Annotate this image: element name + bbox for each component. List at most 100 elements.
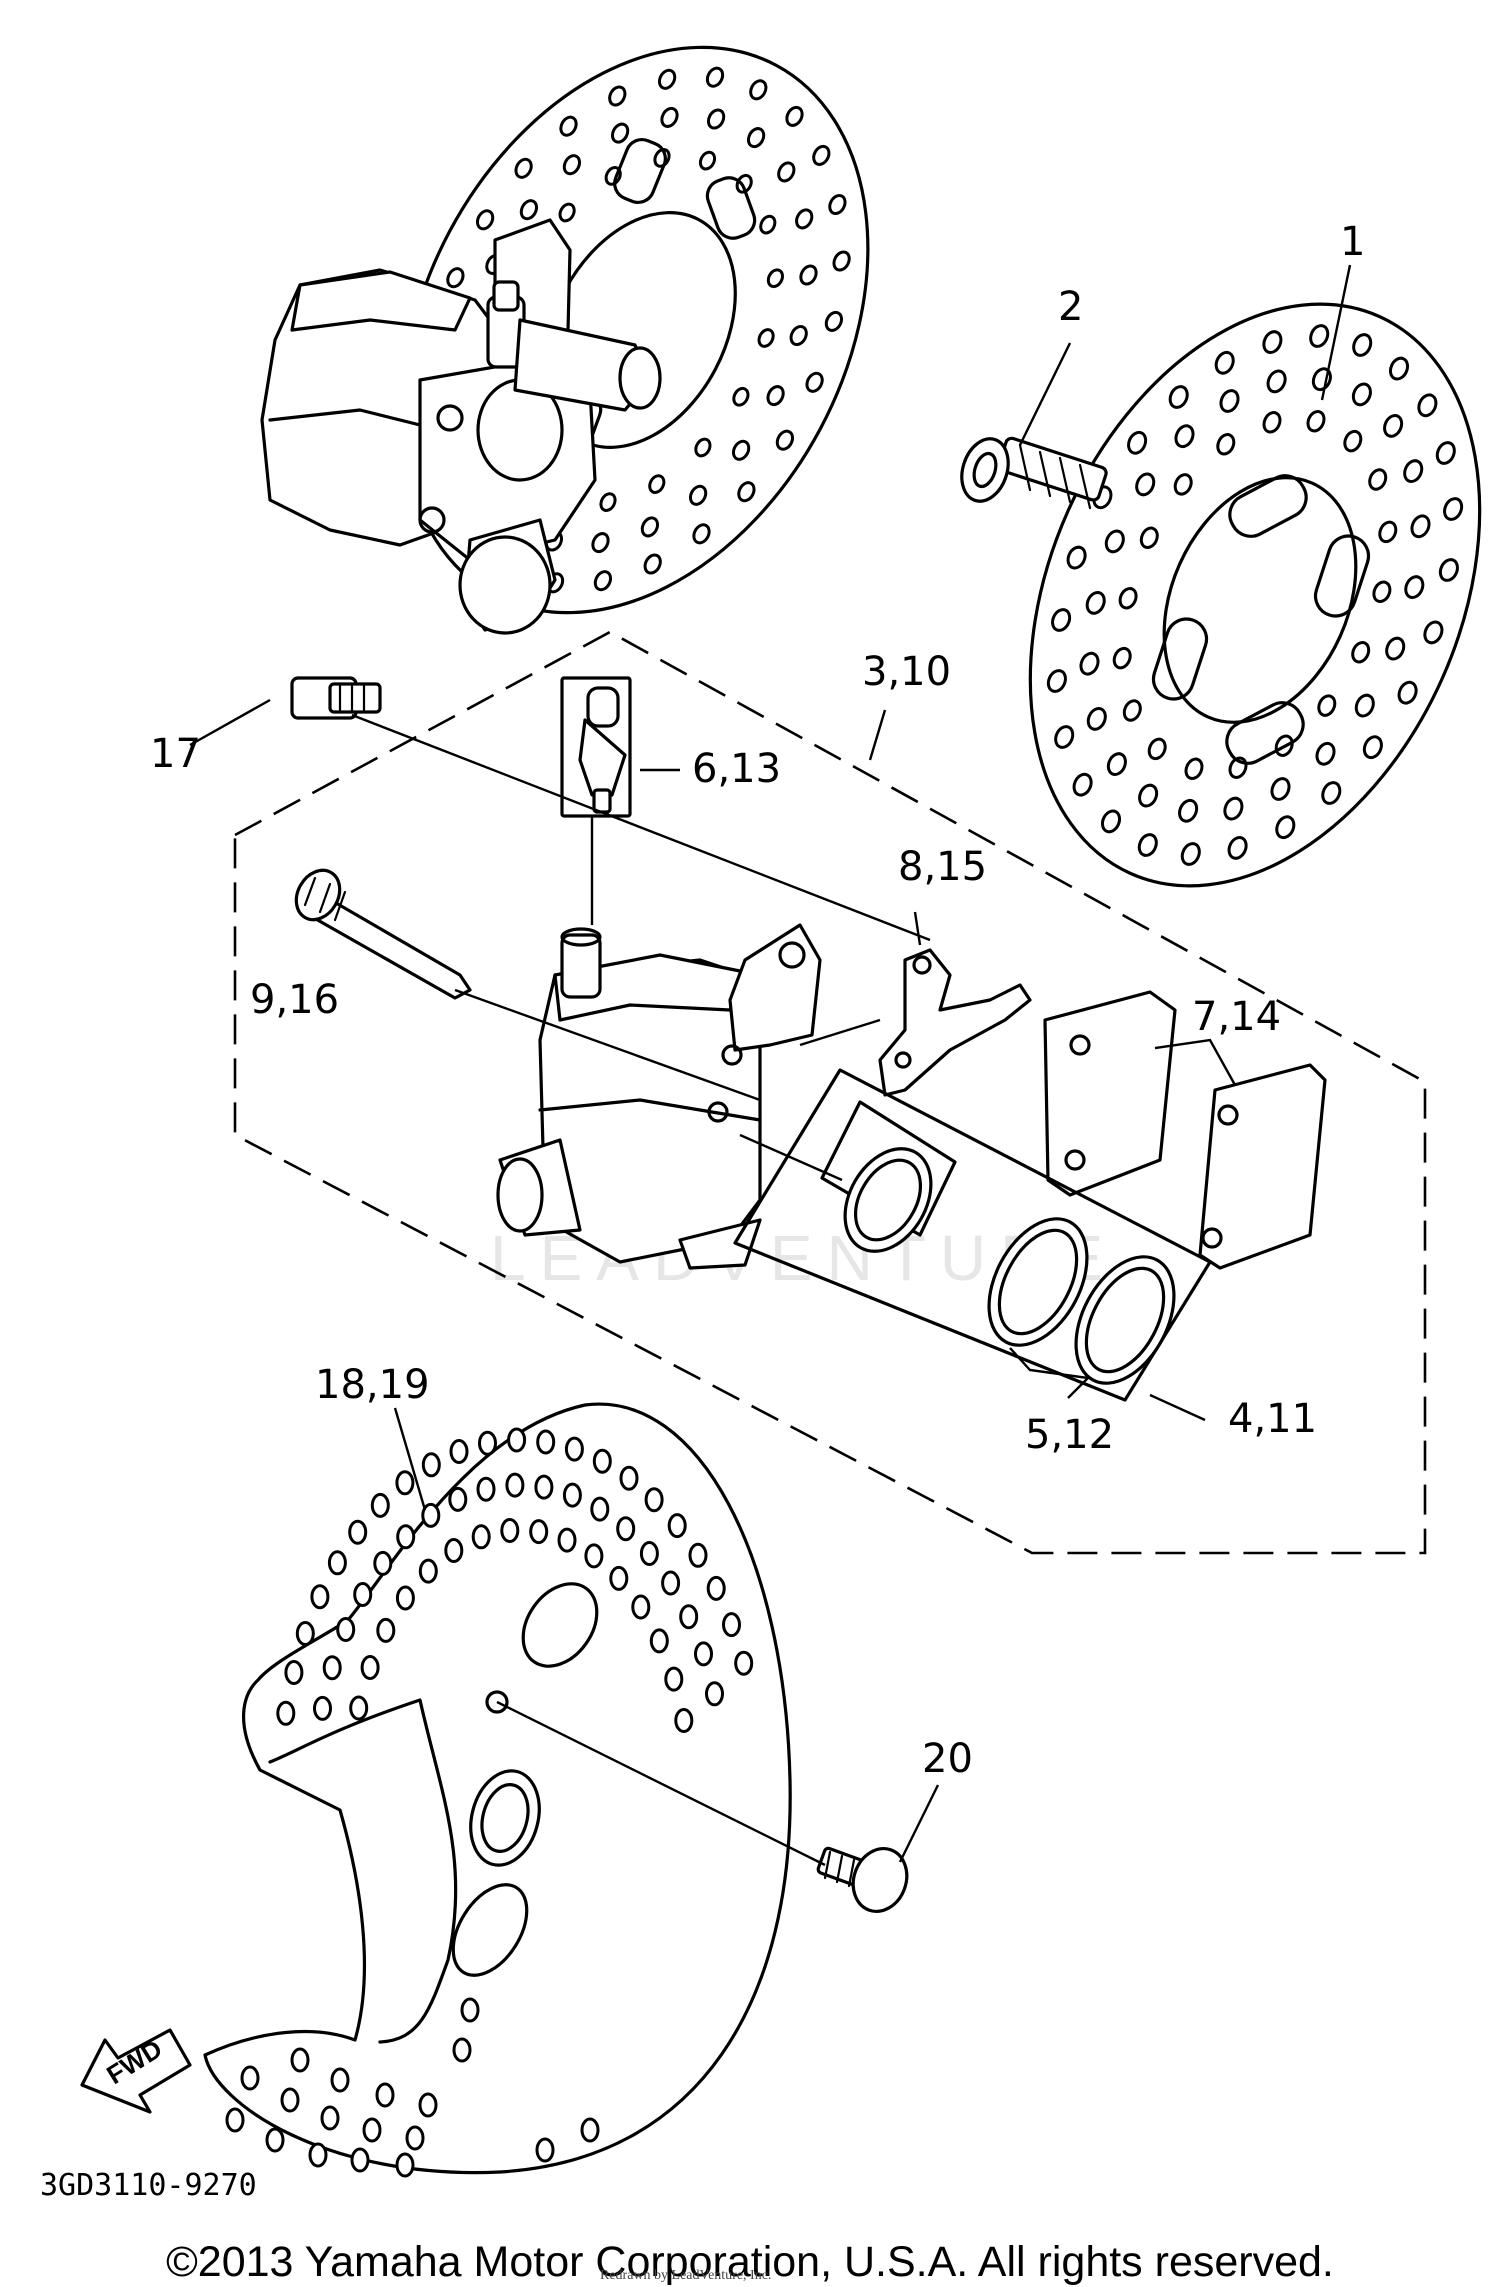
drill-hole xyxy=(1275,815,1296,840)
drill-hole xyxy=(1054,725,1075,749)
drill-hole xyxy=(1262,411,1282,434)
callout-7-14: 7,14 xyxy=(1192,994,1281,1040)
drill-hole xyxy=(580,2117,600,2143)
drill-hole xyxy=(375,2082,395,2108)
drill-hole xyxy=(694,437,712,458)
assembled-caliper-disc-illustration xyxy=(260,45,870,635)
drill-hole xyxy=(348,1519,368,1545)
drill-hole xyxy=(805,371,824,393)
drill-hole xyxy=(661,1570,681,1596)
drill-hole xyxy=(609,1565,629,1591)
drill-hole xyxy=(812,144,831,166)
drill-hole xyxy=(452,2037,472,2063)
drill-hole xyxy=(421,1502,441,1528)
drill-hole xyxy=(507,1427,527,1453)
pad-support-spring xyxy=(878,948,1032,1097)
drill-hole xyxy=(1352,333,1373,357)
drill-hole xyxy=(759,214,777,235)
drill-hole xyxy=(308,2142,328,2168)
drill-hole xyxy=(649,1628,669,1654)
drill-hole xyxy=(1100,809,1122,834)
drill-hole xyxy=(775,429,795,451)
drill-hole xyxy=(731,439,751,461)
drill-hole xyxy=(643,553,662,575)
drill-hole xyxy=(1417,393,1438,418)
drill-hole xyxy=(799,264,818,286)
drill-hole xyxy=(1138,783,1159,808)
drill-hole xyxy=(1385,636,1406,661)
drill-hole xyxy=(674,1708,694,1733)
drill-hole xyxy=(1106,752,1127,776)
drill-hole xyxy=(1378,520,1398,544)
drill-hole xyxy=(1214,350,1235,375)
callout-3-10: 3,10 xyxy=(862,649,951,695)
piston-seals xyxy=(987,1217,1176,1385)
cover-bolt xyxy=(816,1846,909,1913)
bleed-screw xyxy=(560,676,632,818)
drill-hole xyxy=(1104,529,1125,554)
callout-18-19: 18,19 xyxy=(315,1362,430,1408)
drill-hole xyxy=(1051,608,1072,632)
drill-hole xyxy=(225,2107,245,2133)
drill-hole xyxy=(505,1472,525,1498)
drill-hole xyxy=(722,1612,741,1638)
leader-lines xyxy=(189,264,1352,1867)
drill-hole xyxy=(460,1997,480,2023)
drill-hole xyxy=(737,481,756,503)
drill-hole xyxy=(290,2047,310,2073)
drill-hole xyxy=(395,1470,415,1496)
brake-pads xyxy=(1043,990,1327,1270)
drill-hole xyxy=(631,1594,651,1620)
callout-9-16: 9,16 xyxy=(250,977,339,1023)
drill-hole xyxy=(1343,429,1363,453)
drill-hole xyxy=(1372,580,1392,604)
drill-hole xyxy=(766,385,785,407)
drill-hole xyxy=(1354,693,1375,718)
drill-hole xyxy=(789,324,808,347)
piston-seal-boundary xyxy=(733,1068,1212,1402)
drill-hole xyxy=(746,127,766,149)
drill-hole xyxy=(313,1695,332,1721)
drill-hole xyxy=(698,150,717,171)
caliper-body xyxy=(496,923,822,1270)
drill-hole xyxy=(322,1655,342,1681)
drill-hole xyxy=(418,2092,438,2118)
drill-hole xyxy=(562,1482,582,1508)
drill-hole xyxy=(1085,591,1106,615)
drill-hole xyxy=(1127,430,1148,455)
drill-hole xyxy=(514,157,533,179)
drill-hole xyxy=(1321,781,1342,805)
drill-hole xyxy=(1216,433,1236,456)
drill-hole xyxy=(694,1641,713,1667)
drill-hole xyxy=(1173,473,1193,496)
drill-hole xyxy=(639,1541,659,1566)
drill-hole xyxy=(667,1513,687,1539)
drill-hole xyxy=(1135,472,1156,497)
drill-hole xyxy=(1438,558,1459,582)
drill-hole xyxy=(732,386,750,407)
drill-hole xyxy=(679,1604,699,1630)
caliper-bolt xyxy=(290,676,382,720)
drill-hole xyxy=(1180,842,1201,866)
drill-hole xyxy=(284,1660,304,1685)
drill-hole xyxy=(832,250,851,272)
drill-hole xyxy=(395,1585,415,1611)
drill-hole xyxy=(1362,735,1383,760)
callout-6-13: 6,13 xyxy=(692,746,781,792)
drill-hole xyxy=(705,1681,724,1707)
drill-hole xyxy=(418,1558,438,1584)
drill-hole xyxy=(584,1543,604,1569)
drill-hole xyxy=(1174,424,1195,449)
drill-hole xyxy=(534,1474,554,1500)
drill-hole xyxy=(519,199,539,221)
caliper-piston xyxy=(820,1100,957,1253)
drill-hole xyxy=(592,1448,612,1474)
drill-hole xyxy=(336,1617,356,1642)
drill-hole xyxy=(599,492,617,512)
drill-hole xyxy=(1423,620,1444,645)
caliper-assembly-boundary xyxy=(233,630,1427,1555)
drill-hole xyxy=(828,193,847,216)
drill-hole xyxy=(640,516,660,538)
drill-hole xyxy=(706,1575,726,1601)
